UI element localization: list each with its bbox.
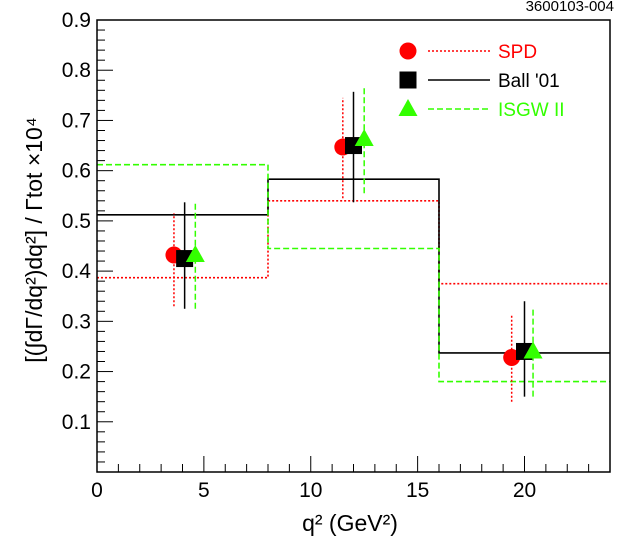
series-2-points xyxy=(185,86,543,397)
series-0-points xyxy=(165,97,521,402)
x-tick-label: 20 xyxy=(513,479,536,502)
y-axis-title: [(∫dΓ/dq²)dq²] / Γtot ×10⁴ xyxy=(21,117,47,362)
figure-id: 3600103-004 xyxy=(526,0,614,15)
plot-area xyxy=(97,86,610,402)
x-axis-title: q² (GeV²) xyxy=(302,510,398,536)
axes: 0 5 10 15 20 0.1 0.2 0.3 0.4 0.5 0.6 0.7 0.8 0.9 xyxy=(62,9,611,502)
series-2-marker-2 xyxy=(523,341,543,359)
y-tick-label: 0.3 xyxy=(62,310,91,333)
legend-label-1: Ball '01 xyxy=(498,71,560,92)
series-2-marker-0 xyxy=(185,245,205,263)
series-2-marker-1 xyxy=(354,129,374,147)
y-tick-label: 0.8 xyxy=(62,59,91,82)
y-tick-label: 0.2 xyxy=(62,361,91,384)
y-tick-label: 0.4 xyxy=(62,260,92,283)
legend-label-0: SPD xyxy=(498,42,537,63)
y-tick-label: 0.5 xyxy=(62,210,91,233)
x-tick-label: 15 xyxy=(406,479,429,502)
y-tick-label: 0.7 xyxy=(62,109,91,132)
legend-entry-1: Ball '01 xyxy=(399,71,560,92)
legend-marker-1 xyxy=(399,71,417,89)
series-0-marker-2 xyxy=(503,348,521,366)
y-tick-label: 0.9 xyxy=(62,9,91,32)
x-tick-label: 0 xyxy=(91,479,103,502)
y-tick-label: 0.6 xyxy=(62,160,91,183)
legend-label-2: ISGW II xyxy=(498,100,565,121)
legend-entry-0: SPD xyxy=(399,42,537,63)
legend-entry-2: ISGW II xyxy=(398,99,565,121)
legend-marker-0 xyxy=(399,42,417,60)
y-tick-label: 0.1 xyxy=(62,411,91,434)
x-tick-label: 10 xyxy=(299,479,322,502)
x-tick-label: 5 xyxy=(198,479,210,502)
series-2-histogram xyxy=(97,163,610,383)
legend-marker-2 xyxy=(398,99,418,116)
series-2-step-line xyxy=(97,163,610,383)
series-1-marker-0 xyxy=(176,250,194,268)
series-1-points xyxy=(176,91,533,397)
